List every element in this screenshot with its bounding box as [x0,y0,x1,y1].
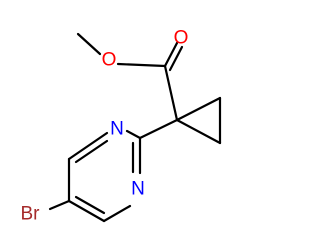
bond-c5-c4-a [67,199,106,223]
atom-labels: O O N N Br [21,28,189,225]
oxygen-ester-label: O [102,50,117,71]
chemical-structure: O O N N Br [21,28,222,225]
bond-c4-n3 [102,204,132,223]
bond-carbonyl-c-cyclopropyl [163,64,179,122]
bond-c5-c4-b [74,195,106,215]
oxygen-carbonyl-label: O [174,28,189,49]
nitrogen-1-label: N [110,119,124,140]
bond-cyclopropyl-pyrimidine [138,118,179,140]
nitrogen-3-label: N [131,179,145,200]
bond-c-o-double-2 [168,45,184,72]
bond-cyclopropane-1 [175,96,222,122]
bond-c2-n1 [125,129,142,140]
bond-c-o-double-1 [163,41,179,68]
bond-c5-br [48,199,71,211]
bond-n1-c6-a [67,131,109,161]
bond-methyl-o [76,32,102,56]
bond-n1-c6-b [74,139,109,164]
bond-o-carbonyl-c [116,62,167,68]
bonds [48,32,222,223]
bond-cyclopropane-2 [175,118,222,145]
bromine-label: Br [21,204,41,225]
